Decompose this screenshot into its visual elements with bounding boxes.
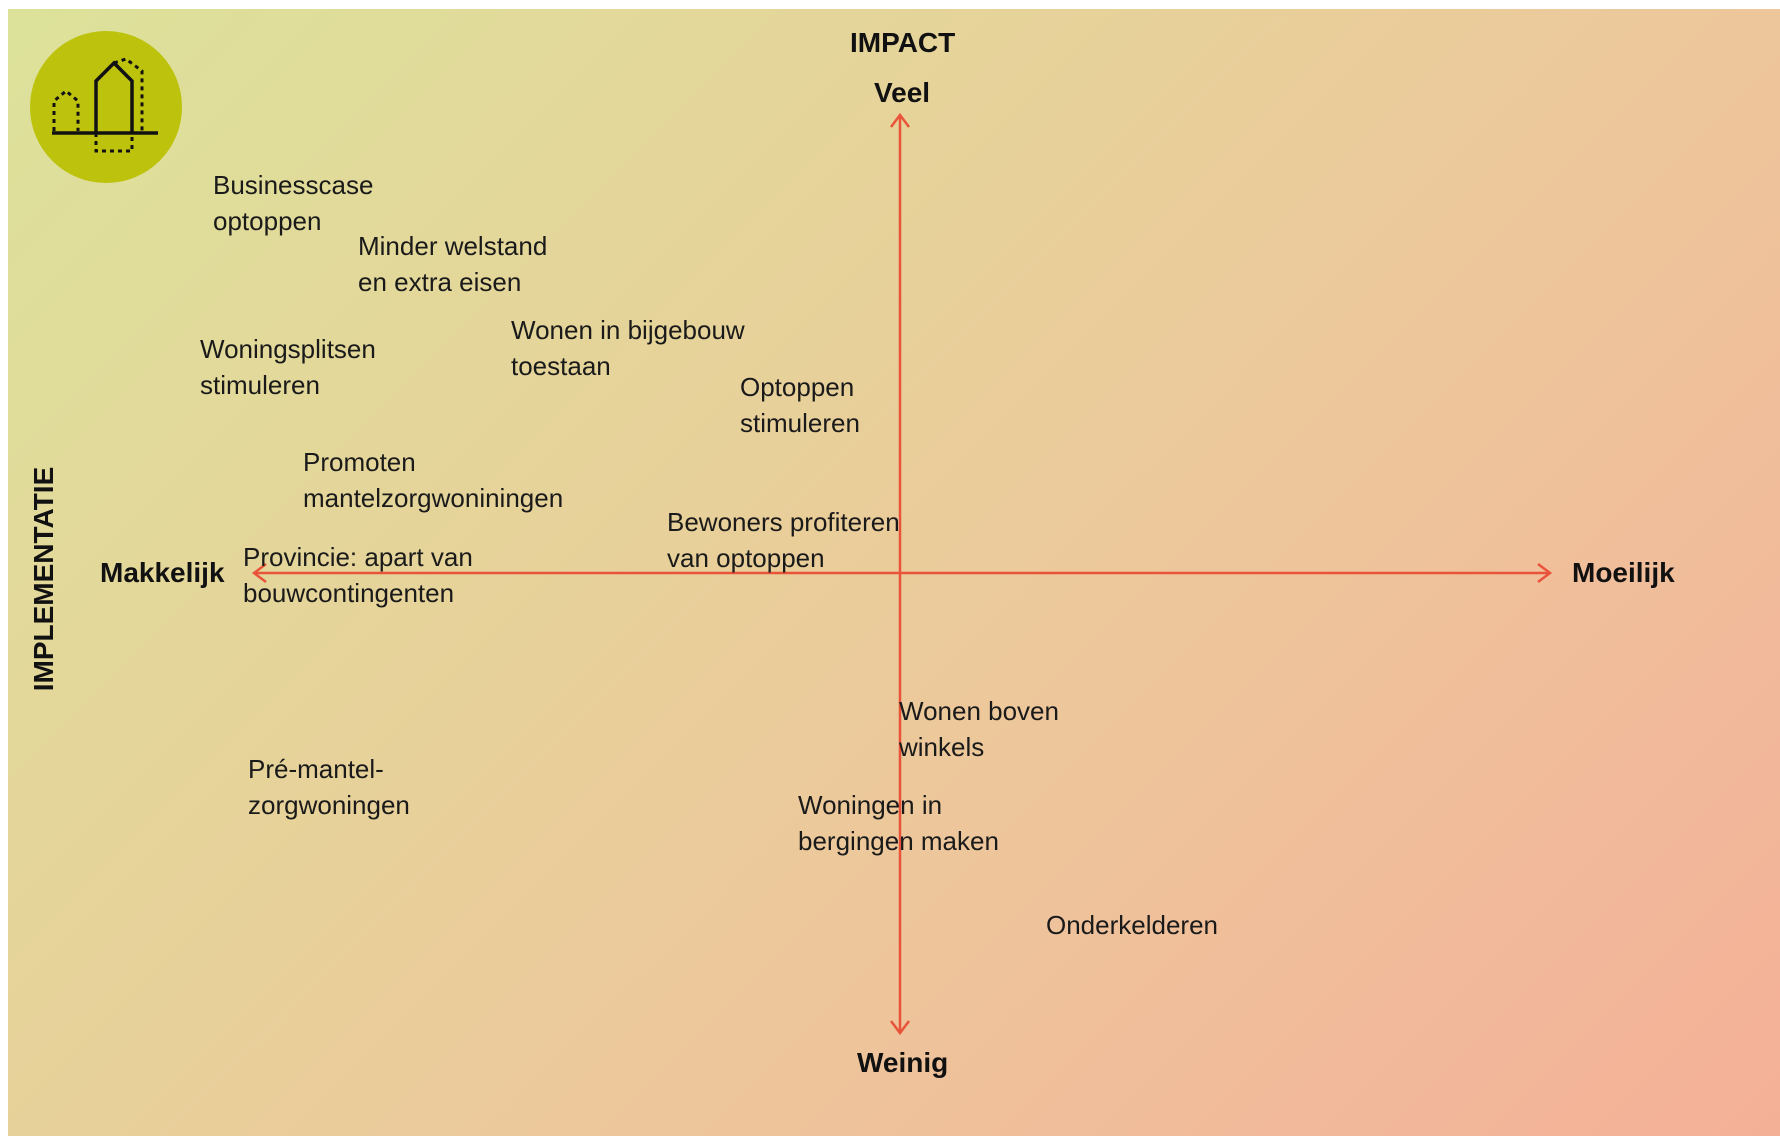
implementatie-axis-title: IMPLEMENTATIE: [28, 466, 59, 692]
item-woningsplitsen: Woningsplitsen stimuleren: [200, 334, 376, 400]
up-arrowhead: [890, 112, 910, 128]
item-pre-mantelzorgwoningen: Pré-mantel- zorgwoningen: [248, 754, 410, 820]
right-arrowhead: [1537, 563, 1553, 583]
houses-icon: [52, 57, 158, 153]
quadrant-diagram: IMPACT Veel Weinig Makkelijk Moeilijk IM…: [8, 9, 1780, 1136]
moeilijk-label: Moeilijk: [1572, 557, 1675, 588]
logo-badge: [30, 31, 182, 183]
item-wonen-boven-winkels: Wonen boven winkels: [899, 696, 1059, 762]
item-promoten-mantelzorg: Promoten mantelzorgwoniningen: [303, 447, 564, 513]
item-wonen-in-bijgebouw: Wonen in bijgebouw toestaan: [511, 315, 745, 381]
item-onderkelderen: Onderkelderen: [1046, 910, 1218, 940]
left-arrowhead: [251, 563, 267, 583]
veel-label: Veel: [874, 77, 931, 108]
makkelijk-label: Makkelijk: [100, 557, 225, 588]
axes: [251, 112, 1553, 1036]
weinig-label: Weinig: [857, 1047, 949, 1078]
impact-axis-title: IMPACT: [850, 27, 956, 58]
item-woningen-in-bergingen: Woningen in bergingen maken: [798, 790, 999, 856]
item-minder-welstand: Minder welstand en extra eisen: [358, 231, 548, 297]
item-optoppen-stimuleren: Optoppen stimuleren: [740, 372, 860, 438]
item-provincie-bouwcontingenten: Provincie: apart van bouwcontingenten: [243, 542, 473, 608]
item-bewoners-profiteren: Bewoners profiteren van optoppen: [667, 507, 900, 573]
down-arrowhead: [890, 1020, 910, 1036]
item-businesscase-optoppen: Businesscase optoppen: [213, 170, 374, 236]
